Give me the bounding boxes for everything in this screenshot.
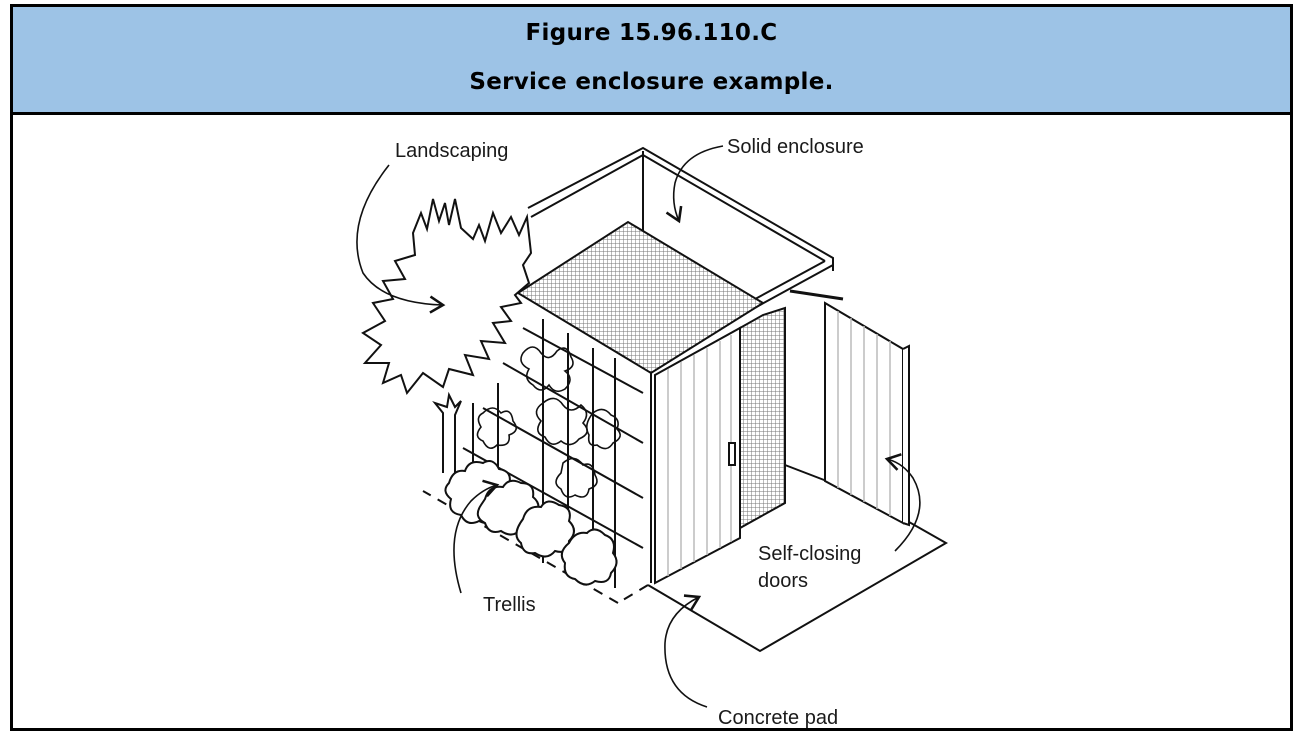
figure-header: Figure 15.96.110.C Service enclosure exa… [13,7,1290,115]
self-closing-arrow [884,453,921,552]
label-self-closing-line2: doors [758,570,808,592]
figure-number: Figure 15.96.110.C [525,20,778,46]
shrubs [444,460,618,586]
vines [476,346,621,498]
label-self-closing-line1: Self-closing [758,543,861,565]
solid-enclosure-arrow [665,145,724,224]
service-enclosure-illustration: Landscaping Solid enclosure Self-closing… [356,136,949,729]
label-trellis: Trellis [483,594,536,616]
label-landscaping: Landscaping [395,140,508,162]
open-door [789,289,910,527]
leader-arrows [356,145,921,708]
figure-caption: Service enclosure example. [469,69,834,95]
landscaping-arrow [356,164,446,314]
trellis-arrow [453,479,500,594]
concrete-pad-arrow [664,594,708,708]
figure-body: Landscaping Solid enclosure Self-closing… [13,115,1290,729]
figure-table: Figure 15.96.110.C Service enclosure exa… [10,4,1293,731]
label-concrete-pad: Concrete pad [718,707,838,729]
container [516,220,859,585]
tree [361,198,533,473]
label-solid-enclosure: Solid enclosure [727,136,864,158]
